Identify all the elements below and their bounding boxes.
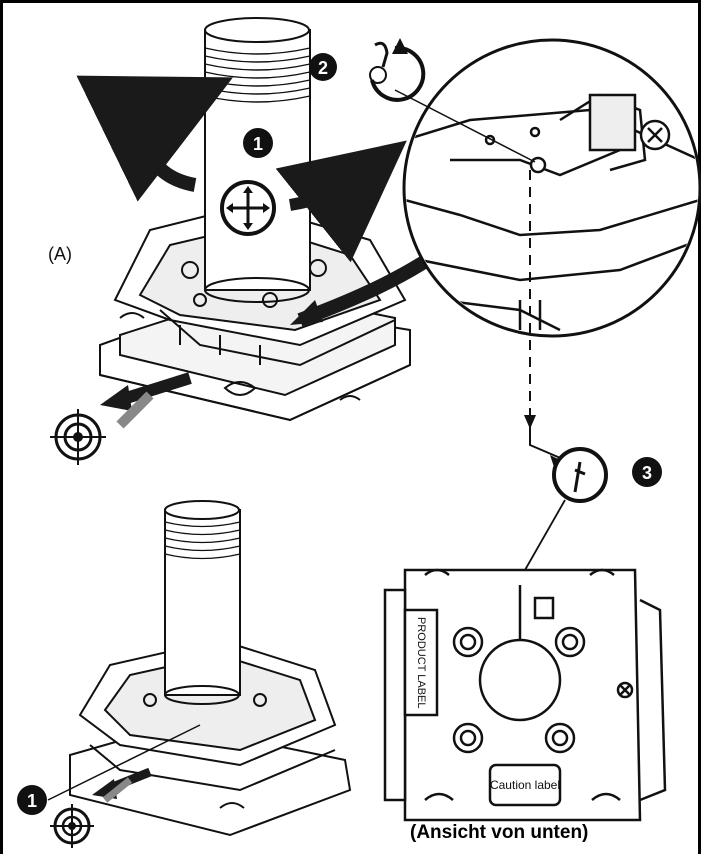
slide-arrow-top (100, 372, 192, 429)
move-icon (220, 180, 276, 236)
target-icon-bottom (50, 804, 94, 848)
screw-icon (550, 447, 608, 503)
product-label-text: PRODUCT LABEL (415, 617, 427, 709)
leader-line-2 (394, 89, 536, 163)
guide-arrow-icon (524, 415, 536, 429)
leader-line-1b (47, 724, 201, 801)
target-icon (50, 409, 106, 465)
bottom-mount-assembly (69, 500, 352, 837)
caution-label-text: Caution label (490, 778, 560, 792)
bottom-view-plate (383, 568, 667, 822)
step-badge-1-bottom: 1 (17, 785, 47, 815)
step-badge-1: 1 (243, 128, 273, 158)
svg-text:2: 2 (318, 58, 328, 78)
svg-text:1: 1 (253, 134, 263, 154)
rotate-arrows-top (76, 75, 407, 263)
svg-text:3: 3 (642, 463, 652, 483)
rotate-icon (369, 38, 426, 102)
svg-text:1: 1 (27, 791, 37, 811)
slide-arrow-bottom (92, 767, 152, 803)
label-a: (A) (48, 244, 72, 264)
step-badge-2: 2 (309, 53, 337, 81)
view-caption: (Ansicht von unten) (410, 822, 589, 843)
zoom-detail-circle (402, 38, 701, 338)
step-badge-3: 3 (632, 457, 662, 487)
